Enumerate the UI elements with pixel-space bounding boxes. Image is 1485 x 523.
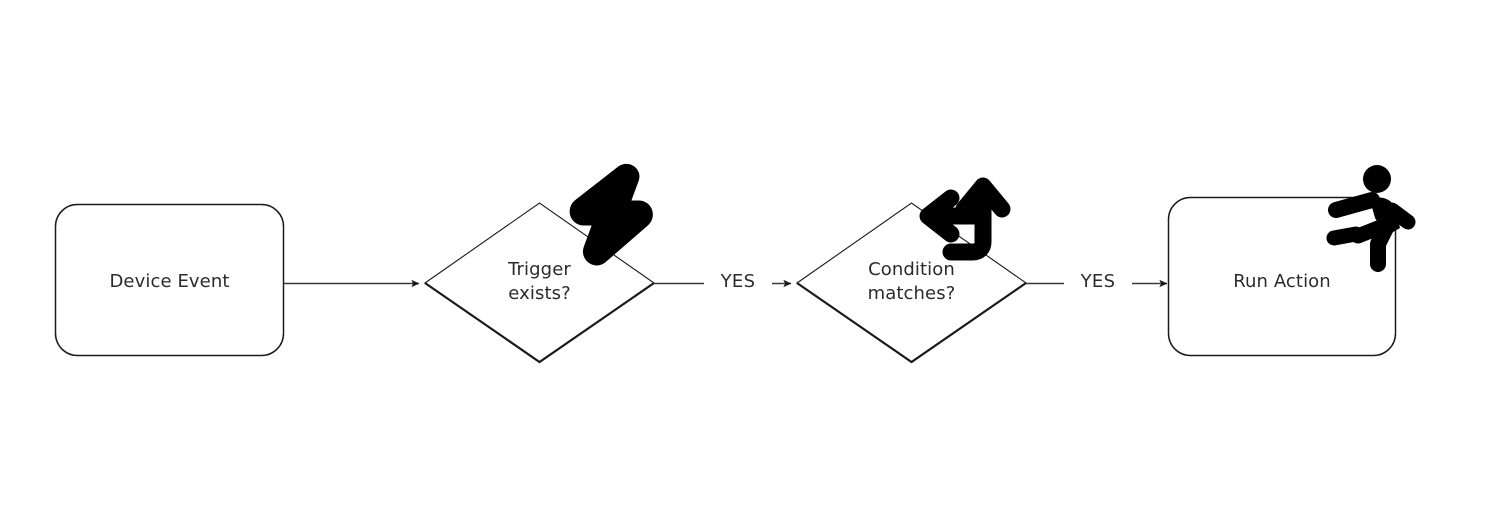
fork-arrow-icon (919, 177, 1011, 261)
node-device-event-shape[interactable] (54, 203, 285, 357)
lightning-bolt-icon (569, 163, 653, 266)
node-condition-matches-shape-emphasis (796, 282, 1027, 364)
node-run-action-shape[interactable] (1167, 196, 1397, 357)
node-trigger-exists-shape-emphasis (424, 282, 655, 364)
running-person-icon (1326, 165, 1416, 272)
node-condition-matches-shape[interactable] (796, 202, 1027, 363)
